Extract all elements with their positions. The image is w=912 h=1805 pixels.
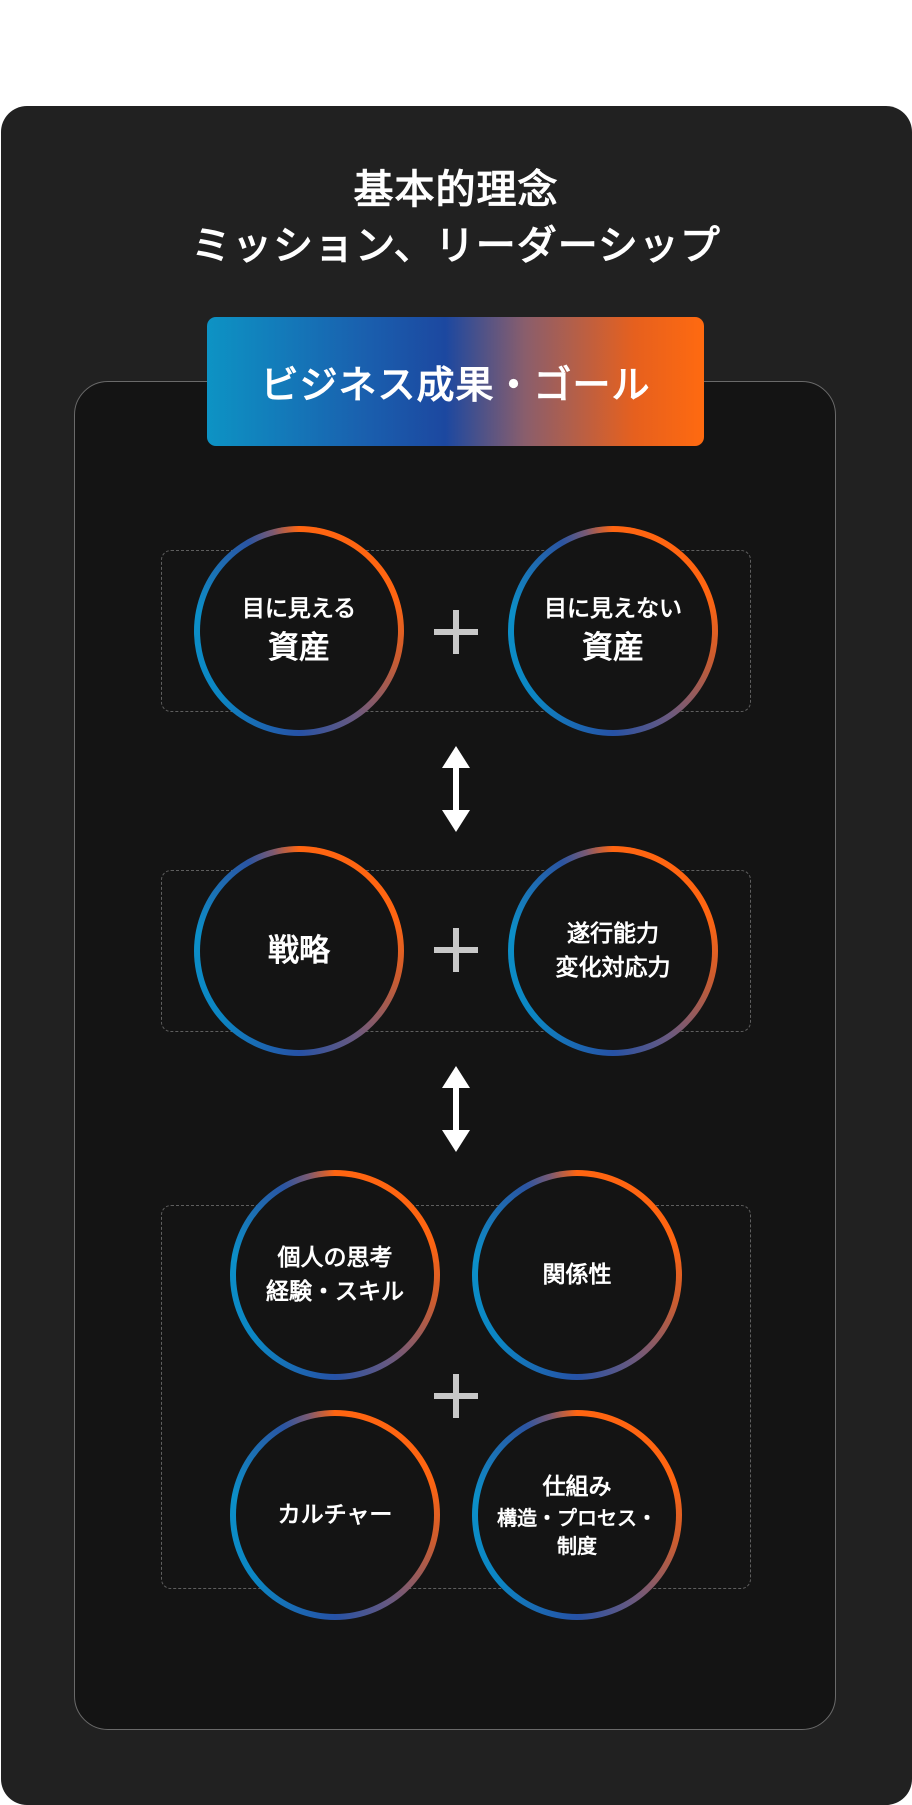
plus-icon [434,928,478,972]
strategy-circle: 戦略 [194,846,404,1056]
double-arrow-vertical-icon [442,746,470,832]
title-line-1: 基本的理念 [353,167,559,213]
relationships-label: 関係性 [542,1262,612,1288]
plus-icon [434,1374,478,1418]
intangible-assets-line2: 資産 [582,630,644,666]
execution-capability-circle: 遂行能力 変化対応力 [508,846,718,1056]
intangible-assets-line1: 目に見えない [544,596,682,622]
assets-group [161,550,751,712]
individual-thinking-circle: 個人の思考 経験・スキル [230,1170,440,1380]
individual-thinking-line2: 経験・スキル [266,1279,404,1305]
banner-label: ビジネス成果・ゴール [260,363,651,407]
execution-capability-line2: 変化対応力 [555,955,671,981]
title-line-2: ミッション、リーダーシップ [191,223,721,269]
plus-icon [434,610,478,654]
intangible-assets-circle: 目に見えない 資産 [508,526,718,736]
execution-capability-line1: 遂行能力 [567,921,659,947]
systems-line2: 構造・プロセス・ [497,1506,657,1530]
systems-line1: 仕組み [542,1474,612,1500]
culture-circle: カルチャー [230,1410,440,1620]
tangible-assets-line2: 資産 [268,630,330,666]
systems-line3: 制度 [557,1534,597,1558]
relationships-circle: 関係性 [472,1170,682,1380]
business-goal-banner: ビジネス成果・ゴール [207,317,704,446]
culture-label: カルチャー [277,1502,393,1528]
systems-circle: 仕組み 構造・プロセス・ 制度 [472,1410,682,1620]
strategy-execution-group [161,870,751,1032]
tangible-assets-line1: 目に見える [241,596,357,622]
tangible-assets-circle: 目に見える 資産 [194,526,404,736]
strategy-label: 戦略 [268,933,330,969]
page-title: 基本的理念 ミッション、リーダーシップ [0,162,912,274]
organization-factors-group [161,1205,751,1589]
double-arrow-vertical-icon [442,1066,470,1152]
individual-thinking-line1: 個人の思考 [277,1245,393,1271]
